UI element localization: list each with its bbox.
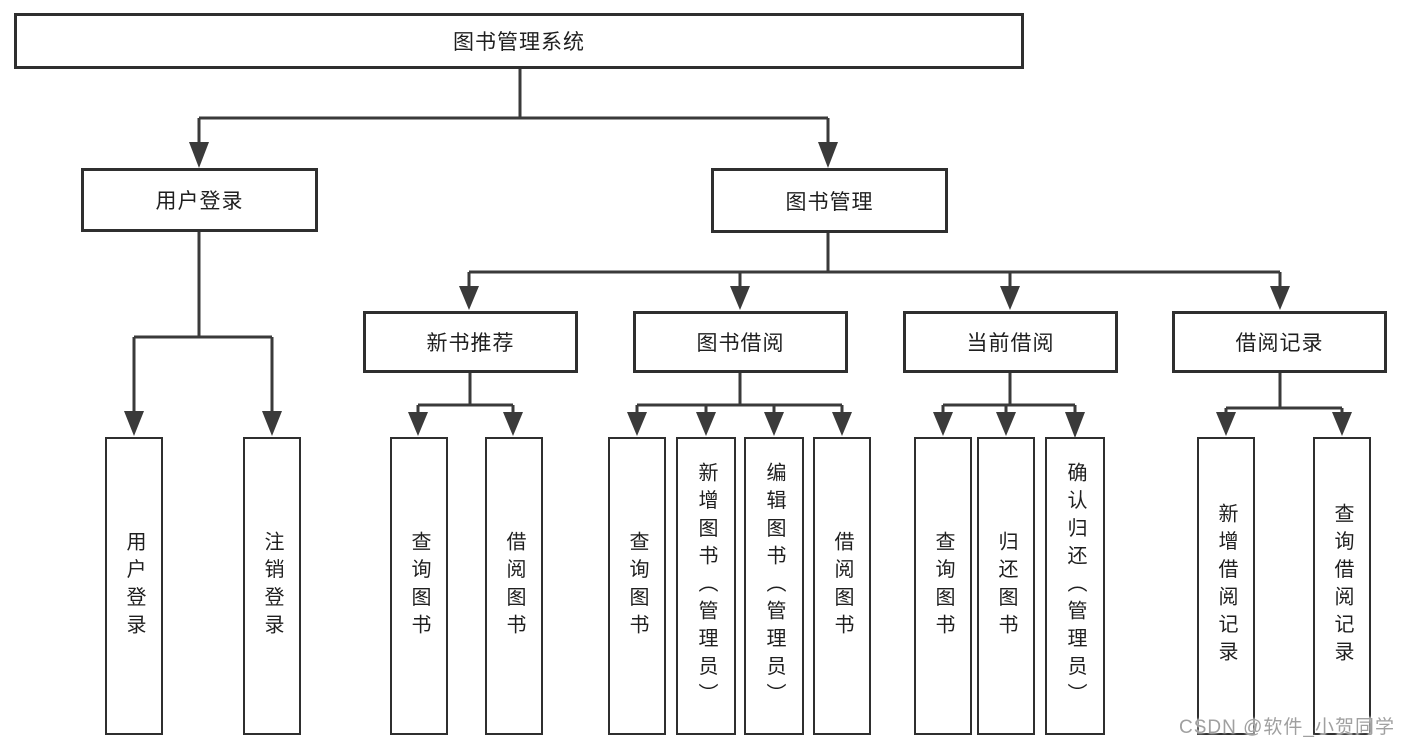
node-new-book-recommend: 新书推荐	[363, 311, 578, 373]
leaf-return-book: 归还图书	[977, 437, 1035, 735]
leaf-logout: 注销登录	[243, 437, 301, 735]
leaf-query-borrow-record: 查询借阅记录	[1313, 437, 1371, 735]
leaf-add-borrow-record: 新增借阅记录	[1197, 437, 1255, 735]
node-user-login: 用户登录	[81, 168, 318, 232]
leaf-confirm-return-admin: 确认归还（管理员）	[1045, 437, 1105, 735]
csdn-watermark: CSDN @软件_小贺同学	[1179, 717, 1395, 738]
leaf-user-login: 用户登录	[105, 437, 163, 735]
leaf-query-book-current: 查询图书	[914, 437, 972, 735]
node-book-borrow: 图书借阅	[633, 311, 848, 373]
node-book-management: 图书管理	[711, 168, 948, 233]
leaf-query-book-recommend: 查询图书	[390, 437, 448, 735]
leaf-borrow-book-recommend: 借阅图书	[485, 437, 543, 735]
node-borrow-record: 借阅记录	[1172, 311, 1387, 373]
leaf-edit-book-admin: 编辑图书（管理员）	[744, 437, 804, 735]
node-library-management-system: 图书管理系统	[14, 13, 1024, 69]
node-current-borrow: 当前借阅	[903, 311, 1118, 373]
leaf-borrow-book: 借阅图书	[813, 437, 871, 735]
leaf-query-book-borrow: 查询图书	[608, 437, 666, 735]
leaf-add-book-admin: 新增图书（管理员）	[676, 437, 736, 735]
